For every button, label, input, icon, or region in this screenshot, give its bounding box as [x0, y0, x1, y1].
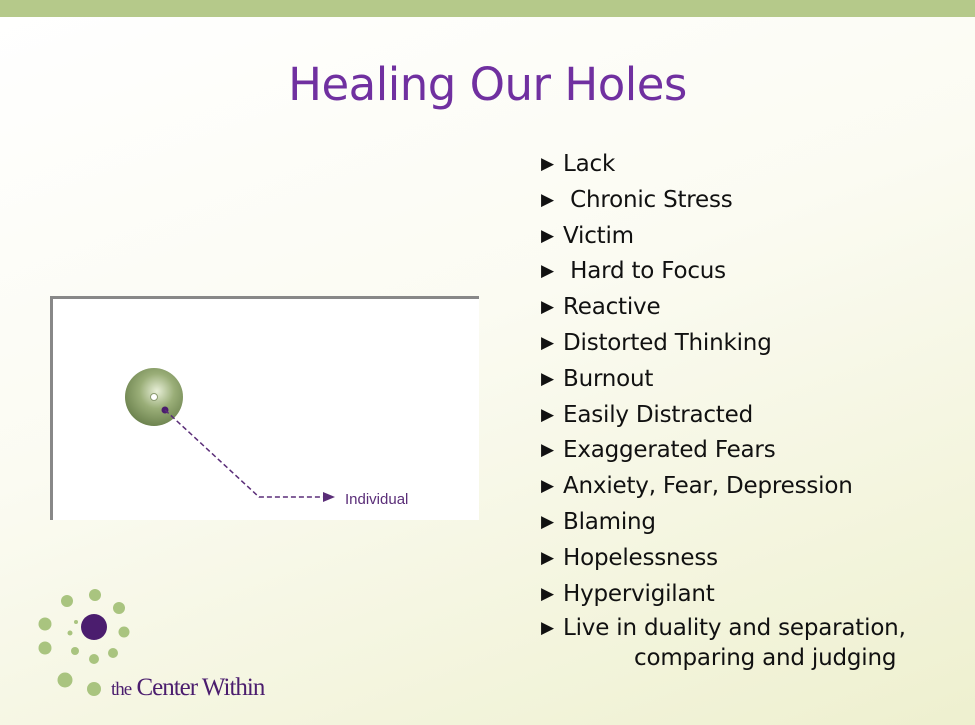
triangle-right-icon: ▶	[541, 511, 554, 532]
bullet-item: ▶ Reactive	[541, 291, 906, 327]
diagram-graphic	[125, 368, 335, 502]
bullet-text: Easily Distracted	[563, 401, 753, 428]
triangle-right-icon: ▶	[541, 189, 554, 210]
bullet-item: ▶ Blaming	[541, 506, 906, 542]
triangle-right-icon: ▶	[541, 368, 554, 389]
dashed-connector	[164, 409, 323, 498]
triangle-right-icon: ▶	[541, 404, 554, 425]
top-accent-bar	[0, 0, 975, 17]
bullet-item: ▶ Live in duality and separation, comparin…	[541, 613, 906, 673]
bullet-item: ▶ Easily Distracted	[541, 399, 906, 435]
triangle-right-icon: ▶	[541, 154, 554, 174]
slide-title: Healing Our Holes	[288, 58, 687, 111]
bullet-item: ▶ Chronic Stress	[541, 184, 906, 220]
bullet-text: Lack	[563, 151, 616, 177]
triangle-right-icon: ▶	[541, 332, 554, 353]
bullet-line: Live in duality and separation,	[563, 615, 906, 642]
triangle-right-icon: ▶	[541, 440, 554, 461]
arrow-head-icon	[323, 492, 335, 502]
individual-diagram: Individual	[50, 296, 479, 520]
bullet-text: Hypervigilant	[563, 580, 715, 607]
bullet-item: ▶ Lack	[541, 148, 906, 184]
bullet-text: Blaming	[563, 508, 656, 535]
bullet-text: Reactive	[563, 294, 661, 321]
triangle-right-icon: ▶	[541, 618, 554, 639]
bullet-text: Exaggerated Fears	[563, 437, 776, 464]
triangle-right-icon: ▶	[541, 547, 554, 568]
logo-the: the	[111, 679, 132, 700]
bullet-text: Chronic Stress	[563, 186, 733, 213]
logo-name: Center Within	[136, 674, 265, 701]
bullet-item: ▶ Hard to Focus	[541, 255, 906, 291]
hole-icon	[150, 393, 158, 401]
bullet-text: Anxiety, Fear, Depression	[563, 473, 853, 500]
bullet-text: Distorted Thinking	[563, 329, 772, 356]
bullet-text: Burnout	[563, 365, 654, 392]
triangle-right-icon: ▶	[541, 225, 554, 246]
bullet-item: ▶ Anxiety, Fear, Depression	[541, 470, 906, 506]
bullet-text: Live in duality and separation, comparing…	[563, 613, 906, 673]
bullet-item: ▶ Burnout	[541, 363, 906, 399]
bullet-item: ▶ Hopelessness	[541, 542, 906, 578]
bullet-line: comparing and judging	[634, 645, 897, 672]
center-within-logo-icon	[38, 589, 130, 696]
bullet-item: ▶ Hypervigilant	[541, 578, 906, 614]
triangle-right-icon: ▶	[541, 297, 554, 318]
bullet-item: ▶ Exaggerated Fears	[541, 434, 906, 470]
bullet-text: Hopelessness	[563, 544, 718, 571]
triangle-right-icon: ▶	[541, 476, 554, 497]
bullet-item: ▶ Distorted Thinking	[541, 327, 906, 363]
bullet-text: Victim	[563, 222, 634, 249]
bullet-list: ▶Lack▶ Chronic Stress▶Victim▶ Hard to Fo…	[541, 148, 906, 673]
triangle-right-icon: ▶	[541, 583, 554, 604]
logo-text: the Center Within	[111, 674, 265, 702]
individual-label: Individual	[345, 491, 409, 508]
bullet-text: Hard to Focus	[563, 258, 726, 285]
triangle-right-icon: ▶	[541, 261, 554, 282]
bullet-item: ▶ Victim	[541, 220, 906, 256]
